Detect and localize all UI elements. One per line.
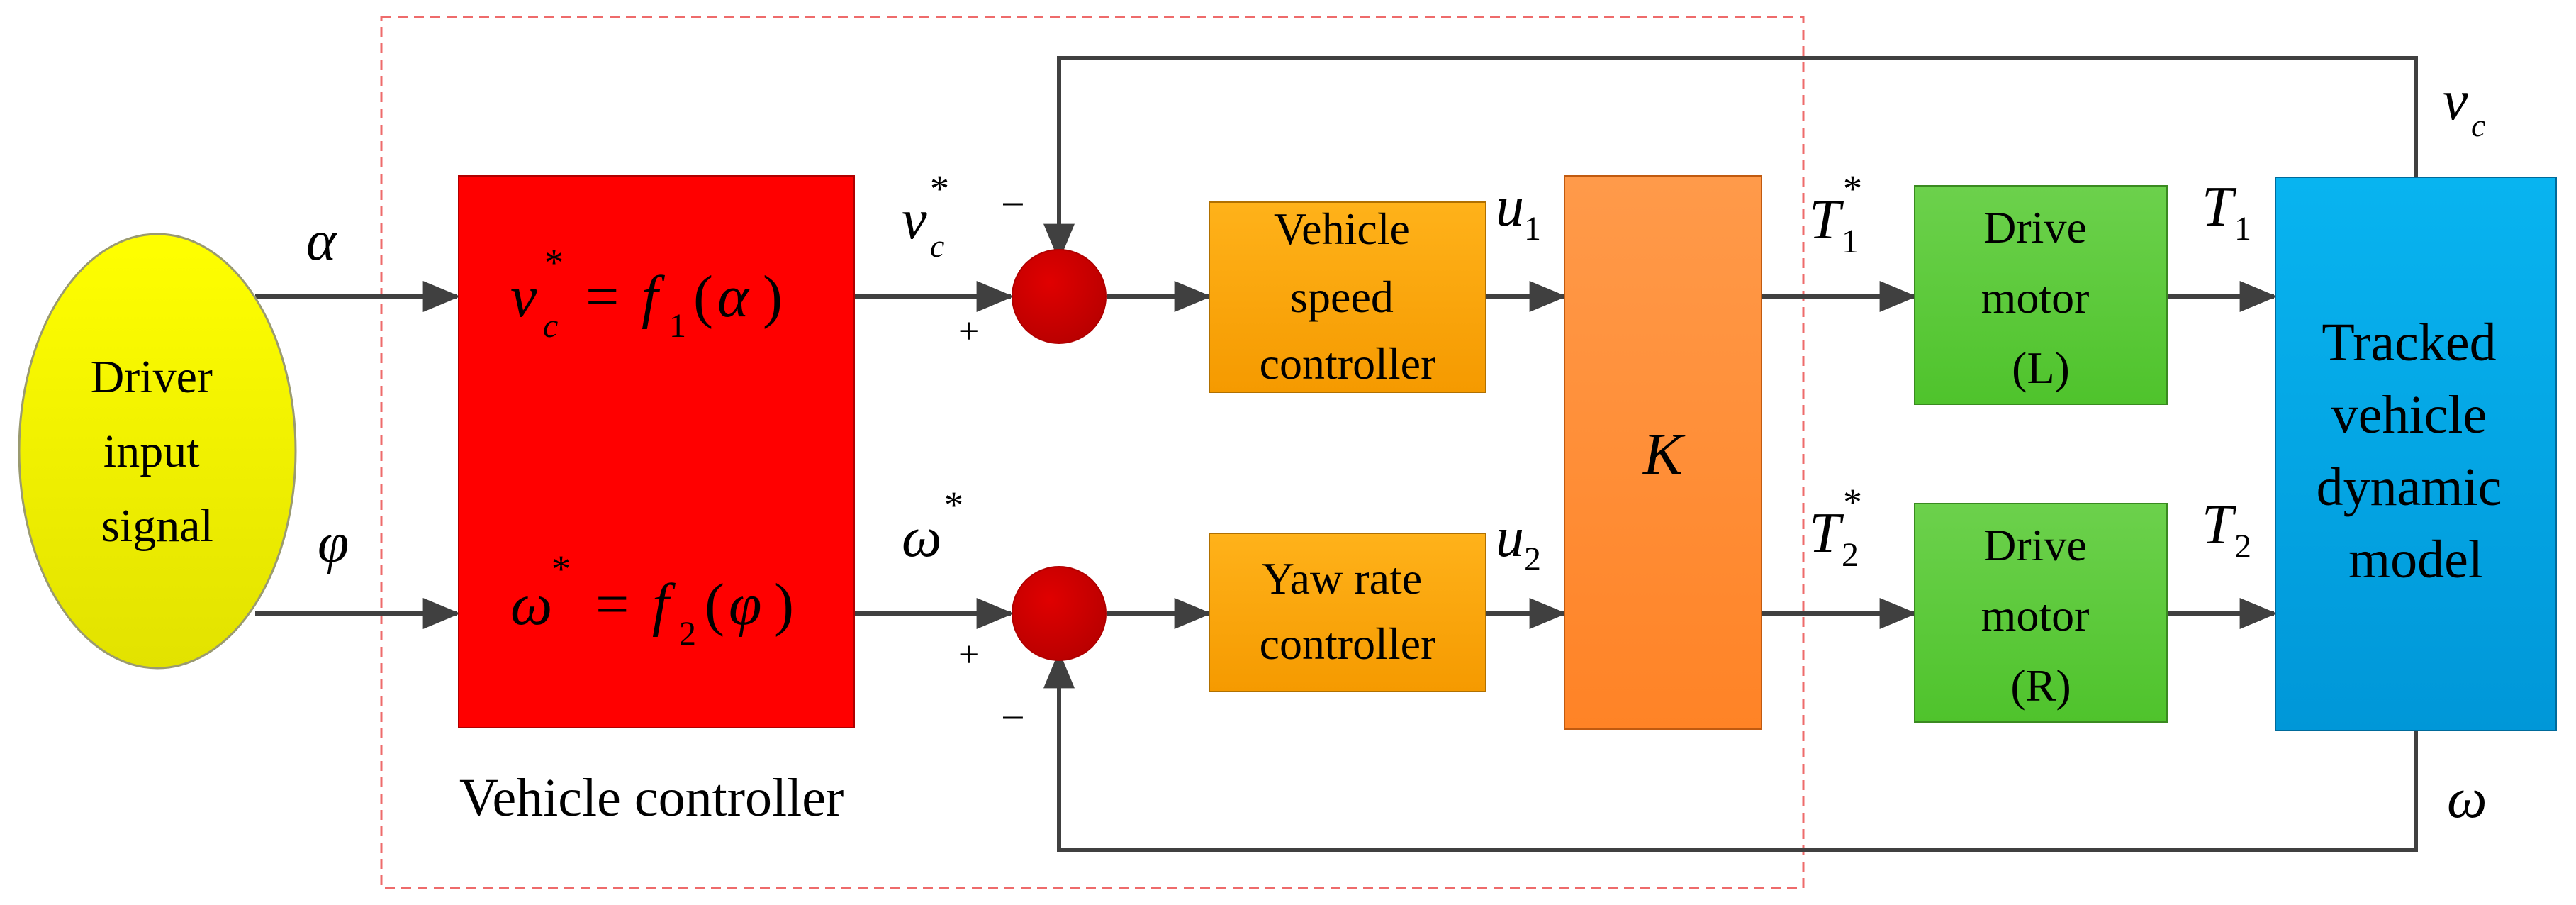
drive-motor-right-line-3: (R) <box>2010 660 2071 711</box>
vehicle-model-line-1: Tracked <box>2322 313 2496 372</box>
signal-t1-star: T 1 * <box>1809 167 1873 265</box>
drive-motor-right-block <box>1914 503 2168 723</box>
signal-omega-star: ω * <box>902 484 963 569</box>
signal-omega: ω <box>2447 767 2487 830</box>
speed-controller-block <box>1209 201 1486 393</box>
yaw-controller-line-1: Yaw rate <box>1262 553 1422 604</box>
driver-input-line-3: signal <box>101 500 213 552</box>
svg-text:Yaw rate controller: Yaw rate controller <box>1260 553 1436 669</box>
signal-t2-star: T 2 * <box>1809 481 1873 579</box>
k-matrix-block <box>1564 175 1762 730</box>
k-matrix-label: K <box>1642 421 1686 487</box>
sum-junction-yaw <box>1012 566 1107 661</box>
signal-vc: v c <box>2443 70 2485 143</box>
speed-controller-line-2: speed <box>1290 272 1394 322</box>
svg-text:Drive motor (L): Drive motor (L) <box>1981 202 2101 393</box>
speed-controller-line-1: Vehicle <box>1274 204 1410 254</box>
svg-text:Drive motor (R): Drive motor (R) <box>1981 520 2101 711</box>
signal-u1: u 1 <box>1496 176 1541 248</box>
feedback-vc <box>1043 56 2418 262</box>
sum-sign-top-minus: − <box>1001 181 1025 228</box>
sum-sign-bottom-minus: − <box>1001 694 1025 741</box>
sum-junction-speed <box>1012 249 1107 344</box>
feedback-omega <box>1043 650 2418 852</box>
vehicle-controller-boundary <box>380 16 1805 889</box>
yaw-controller-block <box>1209 533 1486 692</box>
drive-motor-right-line-1: Drive <box>1983 520 2087 570</box>
drive-motor-left-line-3: (L) <box>2012 343 2070 393</box>
vehicle-model-line-2: vehicle <box>2331 385 2487 445</box>
driver-input-ellipse <box>18 233 297 670</box>
signal-alpha: α <box>306 210 337 272</box>
tracked-vehicle-model-block <box>2275 177 2557 731</box>
sum-sign-bottom-plus: + <box>958 635 979 675</box>
equation-vc-star: v c * = f 1 ( α ) <box>510 223 783 350</box>
drive-motor-left-line-1: Drive <box>1983 202 2087 252</box>
reference-generator-block <box>458 175 855 728</box>
vehicle-model-line-3: dynamic <box>2317 457 2502 517</box>
signal-t2: T 2 <box>2202 494 2251 565</box>
driver-input-line-1: Driver <box>91 351 213 403</box>
driver-input-line-2: input <box>103 426 200 477</box>
vehicle-model-line-4: model <box>2348 530 2483 589</box>
signal-u2: u 2 <box>1496 506 1541 578</box>
equation-omega-star: ω * = f 2 ( φ ) <box>510 529 794 658</box>
svg-text:Vehicle speed controll: Vehicle speed controller <box>1260 204 1436 389</box>
sum-sign-top-plus: + <box>958 311 979 352</box>
yaw-controller-line-2: controller <box>1260 618 1436 669</box>
signal-vc-star: v c * <box>902 167 958 270</box>
svg-text:Tracked vehicle dynami: Tracked vehicle dynamic model <box>2317 313 2516 589</box>
drive-motor-left-line-2: motor <box>1981 272 2090 323</box>
speed-controller-line-3: controller <box>1260 338 1436 389</box>
drive-motor-left-block <box>1914 185 2168 405</box>
svg-text:Driver input signal: Driver input signal <box>91 351 225 552</box>
signal-phi: φ <box>318 512 349 574</box>
signal-t1: T 1 <box>2202 176 2251 248</box>
vehicle-controller-label: Vehicle controller <box>459 768 844 828</box>
drive-motor-right-line-2: motor <box>1981 590 2090 640</box>
